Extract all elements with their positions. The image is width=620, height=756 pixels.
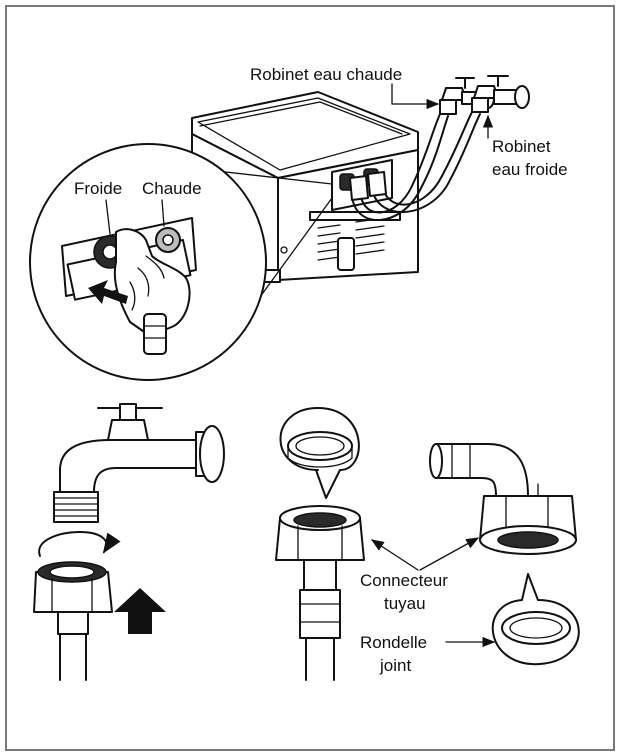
- inlet-hoses: [349, 111, 481, 221]
- hot-tap-leader: [391, 83, 440, 110]
- connector-label-line1: Connecteur: [360, 571, 448, 590]
- washer-label-line2: joint: [379, 656, 411, 675]
- hot-inlet-label: Chaude: [142, 179, 202, 198]
- cold-water-tap: [471, 75, 530, 113]
- cold-tap-label-line1: Robinet: [492, 137, 551, 156]
- cold-inlet-label: Froide: [74, 179, 122, 198]
- magnifier-callout: [29, 143, 333, 381]
- rotate-arrow-icon: [38, 531, 121, 557]
- connector-leader-right: [419, 537, 480, 571]
- connector-label-line2: tuyau: [384, 594, 426, 613]
- washer-label-line1: Rondelle: [360, 633, 427, 652]
- tap-attachment-figure: [33, 403, 225, 681]
- hot-tap-label: Robinet eau chaude: [250, 65, 402, 84]
- connector-detail-figure: [275, 407, 580, 681]
- connector-leader-left: [370, 539, 419, 571]
- push-arrow-icon: [88, 280, 128, 304]
- cold-tap-label-line2: eau froide: [492, 160, 568, 179]
- up-arrow-icon: [114, 588, 166, 634]
